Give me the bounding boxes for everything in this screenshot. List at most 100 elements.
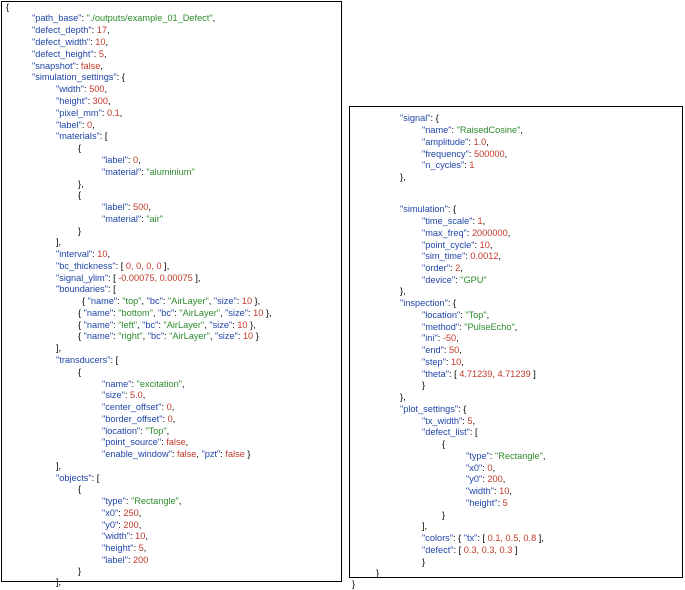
code-line: "height": 5: [466, 498, 508, 509]
code-line: "materials": [: [56, 131, 107, 142]
code-token: ,: [204, 320, 210, 330]
code-token: :: [127, 155, 134, 165]
code-token: "location": [102, 426, 141, 436]
code-token: "transducers": [56, 355, 111, 365]
code-token: :: [141, 167, 147, 177]
code-token: "simulation_settings": [32, 72, 117, 82]
code-token: "enable_window": [102, 449, 172, 459]
code-line: "n_cycles": 1: [422, 160, 475, 171]
code-token: :: [113, 308, 119, 318]
code-token: "label": [56, 120, 82, 130]
code-token: "label": [102, 202, 128, 212]
code-token: ,: [137, 320, 143, 330]
code-token: "inspection": [400, 298, 448, 308]
code-token: "n_cycles": [422, 160, 465, 170]
code-token: ,: [181, 379, 185, 389]
code-token: {: [6, 2, 10, 12]
code-token: "Rectangle": [495, 451, 543, 461]
code-line: "order": 2,: [422, 263, 463, 274]
code-token: "defect": [422, 545, 454, 555]
code-token: },: [247, 320, 256, 330]
code-token: :: [92, 249, 98, 259]
code-token: 300: [92, 96, 109, 106]
code-token: "AirLayer": [179, 308, 221, 318]
code-token: "type": [466, 451, 490, 461]
code-token: : [: [453, 545, 464, 555]
code-token: "height": [56, 96, 88, 106]
code-token: :: [81, 120, 88, 130]
code-token: :: [118, 508, 124, 518]
code-token: "path_base": [32, 13, 82, 23]
code-token: }: [352, 579, 356, 589]
code-line: },: [78, 179, 84, 190]
code-token: ,: [489, 240, 493, 250]
code-token: 10: [237, 320, 248, 330]
code-token: 10: [451, 357, 462, 367]
code-token: :: [161, 437, 167, 447]
code-token: }: [78, 566, 82, 576]
code-token: "boundaries": [56, 284, 108, 294]
code-token: ,: [171, 402, 175, 412]
code-token: 5: [467, 416, 473, 426]
code-token: 200: [123, 520, 139, 530]
code-token: "ini": [422, 333, 438, 343]
code-token: :: [472, 216, 478, 226]
json-panel-left: {"path_base": "./outputs/example_01_Defe…: [1, 1, 342, 587]
code-token: 1: [469, 160, 475, 170]
code-token: :: [158, 320, 164, 330]
code-line: { "name": "top", "bc": "AirLayer", "size…: [82, 296, 260, 307]
code-line: "x0": 250,: [102, 508, 141, 519]
code-token: :: [482, 463, 488, 473]
code-token: "simulation": [400, 204, 448, 214]
code-line: "x0": 0,: [466, 463, 495, 474]
code-line: }: [352, 579, 355, 590]
code-token: : [: [110, 355, 119, 365]
code-token: "size": [225, 308, 249, 318]
code-token: :: [449, 263, 456, 273]
code-token: "theta": [422, 369, 449, 379]
code-token: {: [78, 320, 84, 330]
code-token: ],: [56, 461, 62, 471]
code-token: "tx": [463, 533, 478, 543]
code-token: :: [127, 555, 134, 565]
code-token: :: [236, 296, 242, 306]
code-token: ,: [142, 331, 148, 341]
code-token: : {: [447, 298, 457, 308]
code-token: :: [161, 402, 167, 412]
code-token: "step": [422, 357, 446, 367]
code-token: "y0": [102, 520, 119, 530]
code-token: ,: [542, 451, 546, 461]
code-token: :: [468, 137, 474, 147]
code-token: 200: [487, 474, 503, 484]
code-token: 250: [123, 508, 139, 518]
code-line: "height": 300,: [56, 96, 111, 107]
code-line: "defect_list": [: [422, 427, 478, 438]
code-token: :: [482, 474, 488, 484]
code-token: "defect_depth": [32, 25, 92, 35]
code-token: 0, 0, 0, 0: [125, 261, 162, 271]
code-token: "name": [83, 331, 114, 341]
code-token: "point_source": [102, 437, 162, 447]
code-token: "signal_ylim": [56, 273, 108, 283]
code-token: :: [464, 160, 470, 170]
code-line: "tx_width": 5,: [422, 416, 475, 427]
code-token: 10: [95, 37, 106, 47]
code-token: "bc": [147, 331, 164, 341]
code-token: },: [263, 308, 272, 318]
code-token: : [: [469, 427, 478, 437]
code-token: }: [78, 226, 82, 236]
code-line: "signal": {: [400, 113, 439, 124]
code-token: {: [78, 308, 84, 318]
code-token: "objects": [56, 473, 92, 483]
code-token: }: [422, 380, 426, 390]
code-token: "height": [466, 498, 498, 508]
code-token: "name": [83, 308, 114, 318]
code-token: :: [162, 414, 168, 424]
code-token: : [: [448, 369, 460, 379]
code-token: :: [232, 320, 238, 330]
code-token: ,: [212, 13, 216, 23]
code-token: ]: [512, 545, 518, 555]
code-token: 500: [89, 84, 105, 94]
code-token: 5: [98, 49, 104, 59]
code-line: "y0": 200,: [466, 474, 505, 485]
